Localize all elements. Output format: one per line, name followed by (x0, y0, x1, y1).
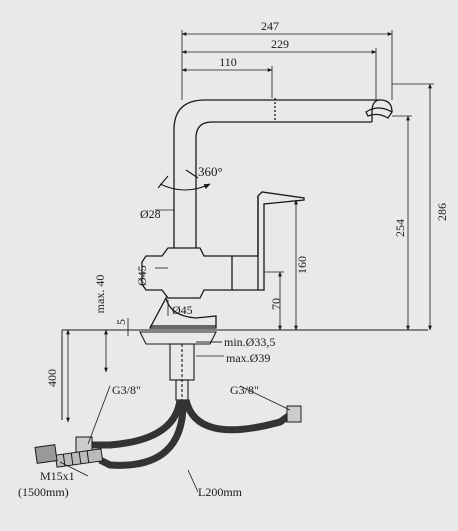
dim-286: 286 (435, 203, 449, 221)
dim-110: 110 (219, 55, 237, 69)
min-hole-label: min.Ø33,5 (224, 335, 275, 349)
mounting-assembly (139, 331, 217, 401)
dia28-label: Ø28 (140, 207, 161, 221)
dim-160: 160 (295, 256, 309, 274)
dia45-body-label: Ø45 (135, 265, 149, 286)
hose-length-label: (1500mm) (18, 485, 69, 499)
supply-hoses (34, 399, 302, 469)
rotation-indicator (157, 169, 211, 191)
max-hole-label: max.Ø39 (226, 351, 270, 365)
pipe-length-label: L200mm (198, 485, 243, 499)
dim-254: 254 (393, 219, 407, 237)
rotation-label: 360° (198, 164, 223, 179)
thread-right-label: G3/8" (230, 383, 259, 397)
dim-max40: max. 40 (93, 275, 107, 314)
dim-70: 70 (269, 298, 283, 310)
dim-5: 5 (114, 319, 128, 325)
dia45-base-label: Ø45 (172, 303, 193, 317)
dim-247: 247 (261, 19, 279, 33)
dim-400: 400 (45, 369, 59, 387)
dim-229: 229 (271, 37, 289, 51)
countertop (61, 329, 428, 420)
faucet-body (141, 98, 393, 329)
thread-left-label: G3/8" (112, 383, 141, 397)
hose-thread-label: M15x1 (40, 469, 75, 483)
dimension-lines (59, 30, 434, 493)
